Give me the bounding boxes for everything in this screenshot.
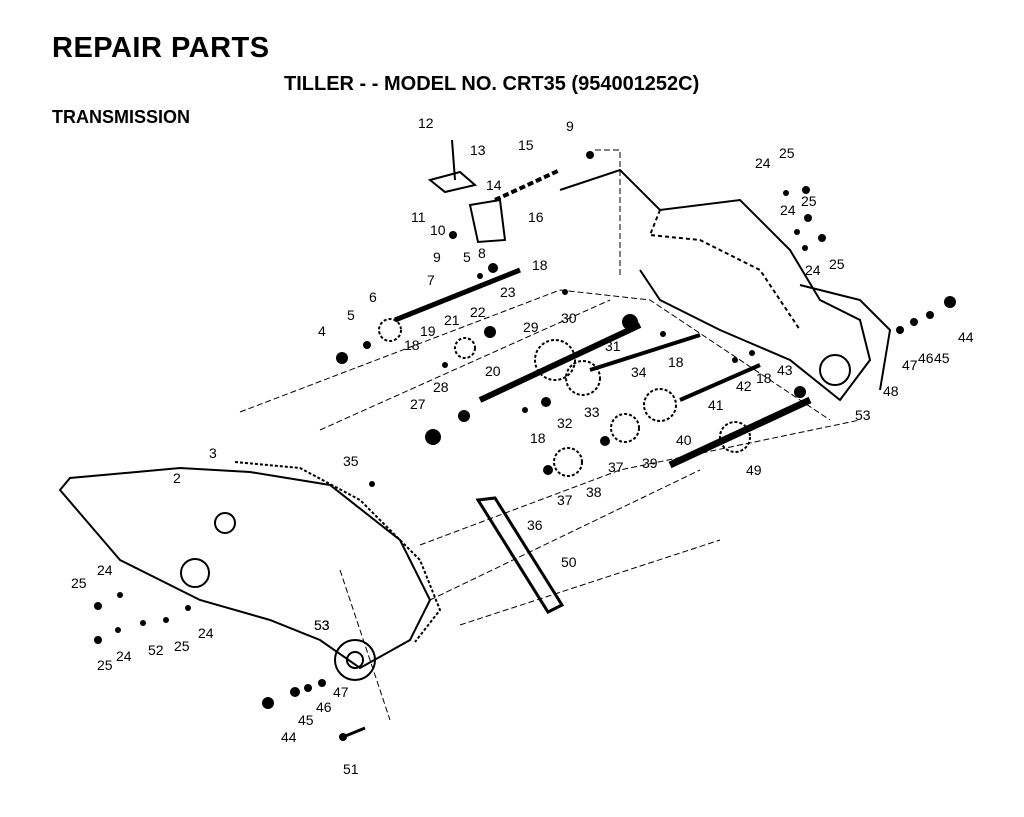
callout-label: 16: [528, 209, 544, 225]
callout-label: 47: [333, 684, 349, 700]
callout-label: 29: [523, 319, 539, 335]
callout-label: 40: [676, 432, 692, 448]
gear-49: [719, 421, 751, 453]
callout-label: 24: [116, 648, 132, 664]
callout-label: 8: [478, 245, 486, 261]
callout-label: 21: [444, 312, 460, 328]
page-title: REPAIR PARTS: [52, 32, 270, 64]
callout-label: 25: [174, 638, 190, 654]
callout-label: 43: [777, 362, 793, 378]
callout-label: 18: [668, 354, 684, 370]
callout-label: 46: [316, 699, 332, 715]
callout-label: 18: [404, 337, 420, 353]
callout-label: 48: [883, 383, 899, 399]
callout-label: 53: [314, 617, 330, 633]
callout-label: 45: [934, 350, 950, 366]
callout-label: 12: [418, 115, 434, 131]
callout-label: 42: [736, 378, 752, 394]
callout-label: 19: [420, 323, 436, 339]
model-subtitle: TILLER - - MODEL NO. CRT35 (954001252C): [284, 73, 700, 95]
callout-label: 32: [557, 415, 573, 431]
callout-label: 22: [470, 304, 486, 320]
callout-label: 44: [958, 329, 974, 345]
callout-label: 7: [427, 272, 435, 288]
callout-label: 46: [918, 350, 934, 366]
callout-label: 23: [500, 284, 516, 300]
callout-label: 11: [411, 209, 426, 225]
callout-label: 52: [148, 642, 164, 658]
callout-label: 25: [779, 145, 795, 161]
callout-label: 5: [463, 249, 471, 265]
callout-label: 38: [586, 484, 602, 500]
callout-label: 36: [527, 517, 543, 533]
callout-label: 44: [281, 729, 297, 745]
right-cover: [799, 284, 892, 391]
callout-label: 18: [532, 257, 548, 273]
callout-label: 14: [486, 177, 502, 193]
callout-label: 35: [343, 453, 359, 469]
callout-label: 30: [561, 310, 577, 326]
callout-label: 4: [318, 323, 326, 339]
callout-label: 25: [97, 657, 113, 673]
callout-label: 53: [314, 617, 330, 633]
gear-33: [565, 360, 601, 396]
callout-label: 27: [410, 396, 426, 412]
callout-label: 9: [433, 249, 441, 265]
callout-label: 34: [631, 364, 647, 380]
callout-label: 10: [430, 222, 446, 238]
left-bearing-hub: [334, 639, 376, 681]
callout-label: 9: [566, 118, 574, 134]
callout-label: 50: [561, 554, 577, 570]
callout-label: 51: [343, 761, 359, 777]
callout-label: 24: [97, 562, 113, 578]
callout-label: 13: [470, 142, 486, 158]
callout-label: 25: [829, 256, 845, 272]
part-14-block: [468, 198, 507, 244]
callout-label: 20: [485, 363, 501, 379]
callout-label: 18: [530, 430, 546, 446]
callout-label: 5: [347, 307, 355, 323]
gear-6: [378, 318, 402, 342]
callout-label: 49: [746, 462, 762, 478]
callout-label: 31: [605, 338, 621, 354]
callout-label: 15: [518, 137, 534, 153]
callout-label: 24: [198, 625, 214, 641]
callout-label: 39: [642, 455, 658, 471]
callout-label: 6: [369, 289, 377, 305]
callout-label: 47: [902, 357, 918, 373]
gear-38: [553, 447, 583, 477]
callout-label: 37: [557, 492, 573, 508]
gear-29: [534, 339, 576, 381]
callout-label: 24: [780, 202, 796, 218]
callout-label: 24: [755, 155, 771, 171]
gear-39: [610, 413, 640, 443]
callout-label: 25: [71, 575, 87, 591]
right-bearing-hub: [819, 354, 851, 386]
left-housing-half: [58, 466, 432, 670]
callout-label: 33: [584, 404, 600, 420]
section-title: TRANSMISSION: [52, 107, 191, 127]
callout-label: 3: [209, 445, 217, 461]
callout-label: 2: [173, 470, 181, 486]
small-hardware: [94, 151, 956, 741]
callout-label: 28: [433, 379, 449, 395]
callout-label: 37: [608, 459, 624, 475]
part-13-cap: [427, 170, 478, 194]
callout-label: 53: [855, 407, 871, 423]
gear-21: [454, 337, 476, 359]
callout-label: 25: [801, 193, 817, 209]
callout-label: 24: [805, 262, 821, 278]
chain-50: [475, 496, 565, 614]
callout-label: 18: [756, 370, 772, 386]
gear-40: [643, 388, 677, 422]
callout-label: 45: [298, 712, 314, 728]
callout-label: 41: [708, 397, 724, 413]
left-housing-gasket: [234, 461, 442, 643]
